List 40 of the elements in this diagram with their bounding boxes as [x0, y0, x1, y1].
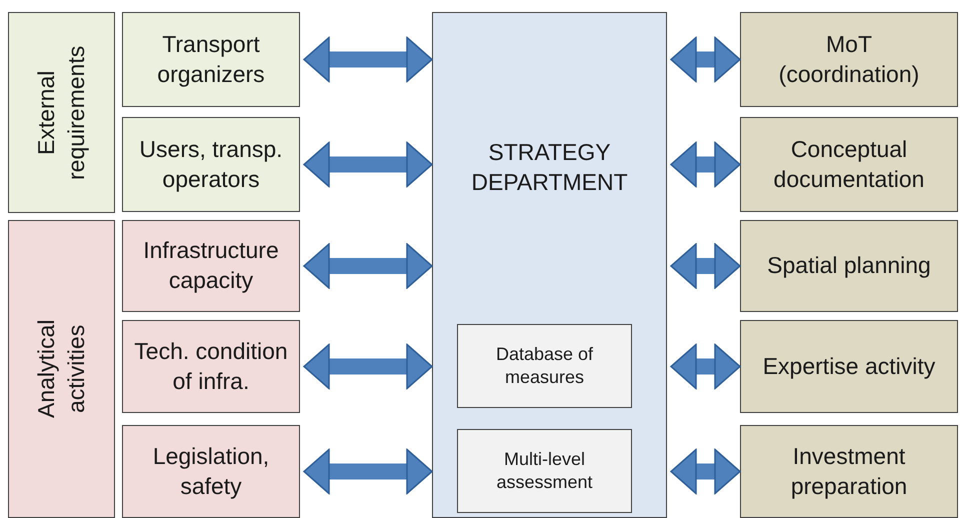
- double-arrow: [670, 344, 741, 390]
- box-text: Tech. condition of infra.: [133, 336, 289, 396]
- box-text: STRATEGY DEPARTMENT: [470, 138, 629, 197]
- box-text: MoT (coordination): [778, 30, 920, 89]
- input-box: [122, 320, 300, 413]
- box-text: Database of measures: [494, 342, 594, 389]
- input-box: [122, 12, 300, 107]
- partner-box: [740, 425, 958, 518]
- box-text: Infrastructure capacity: [142, 236, 280, 295]
- double-arrow: [303, 36, 433, 82]
- double-arrow: [670, 243, 741, 289]
- partner-box: [740, 12, 958, 107]
- input-box: [122, 220, 300, 312]
- input-box: [122, 117, 300, 212]
- box-text: Analytical activities: [32, 318, 90, 420]
- double-arrow: [303, 344, 433, 390]
- box-text: Investment preparation: [790, 442, 908, 501]
- box-text: Expertise activity: [762, 352, 936, 381]
- double-arrow: [670, 448, 741, 494]
- double-arrow: [303, 243, 433, 289]
- double-arrow: [303, 448, 433, 494]
- tool-box: [457, 324, 632, 408]
- input-box: [122, 425, 300, 518]
- box-text: Users, transp. operators: [138, 134, 284, 194]
- double-arrow: [670, 142, 741, 188]
- group-label-box: [8, 220, 115, 518]
- box-text: Legislation, safety: [152, 442, 270, 501]
- group-label-box: [8, 12, 115, 213]
- tool-box: [457, 429, 632, 513]
- box-text: Multi-level assessment: [495, 448, 594, 494]
- double-arrow: [670, 36, 741, 82]
- partner-box: [740, 320, 958, 413]
- department-box: [432, 12, 667, 518]
- partner-box: [740, 220, 958, 312]
- box-text: Conceptual documentation: [772, 134, 926, 194]
- double-arrow: [303, 142, 433, 188]
- box-text: Transport organizers: [156, 30, 266, 89]
- box-text: External requirements: [32, 44, 90, 182]
- box-text: Spatial planning: [767, 251, 931, 280]
- partner-box: [740, 117, 958, 212]
